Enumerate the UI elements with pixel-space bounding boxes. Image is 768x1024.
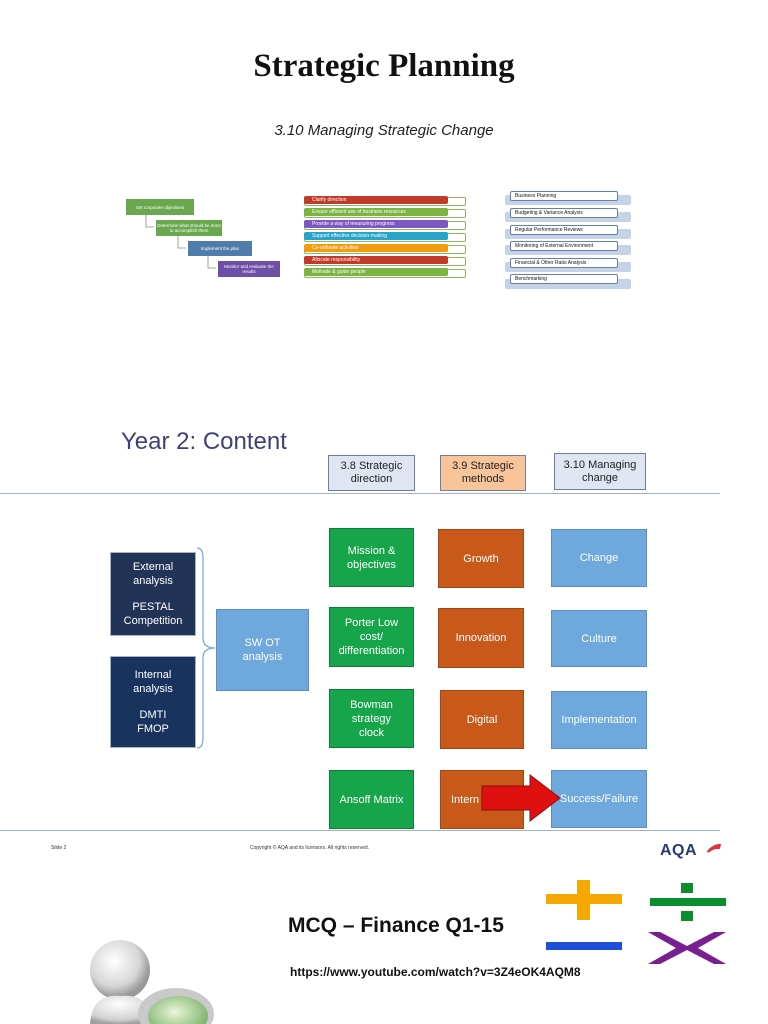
monitor-item: Monitoring of External Environment [510,241,618,251]
mcq-title: MCQ – Finance Q1-15 [288,914,504,937]
brace-connector [196,547,216,749]
external-analysis-detail: PESTAL Competition [123,601,183,627]
internal-analysis-detail: DMTI FMOP [137,709,169,735]
bowman-box: Bowman strategy clock [329,689,414,748]
monitor-item: Regular Performance Reviews [510,225,618,235]
implementation-box: Implementation [551,691,647,749]
col2-label: Innovation [455,632,507,644]
change-box: Change [551,529,647,587]
step-monitor: Monitor and evaluate the results [218,261,280,277]
external-analysis-box: External analysis PESTAL Competition [110,552,196,636]
footer-slide-number: Slide 2 [51,845,67,851]
success-failure-box: Success/Failure [551,770,647,828]
growth-box: Growth [438,529,524,588]
innovation-box: Innovation [438,608,524,668]
header-strategic-direction: 3.8 Strategic direction [328,455,415,491]
col1-label: Ansoff Matrix [339,793,404,806]
monitor-item: Benchmarking [510,274,618,284]
page-subtitle: 3.10 Managing Strategic Change [274,122,494,139]
benefit-bar: Provide a way of measuring progress [304,220,448,228]
swot-analysis-box: SW OT analysis [216,609,309,691]
mission-objectives-box: Mission & objectives [329,528,414,587]
monitor-item: Budgeting & Variance Analysis [510,208,618,218]
step-implement: Implement the plan [188,241,252,256]
figure-magnifier-illustration [90,940,214,1024]
external-analysis-label: External analysis [132,561,174,587]
benefit-bar: Support effective decision-making [304,232,448,240]
math-symbols [546,880,726,964]
header-strategic-methods: 3.9 Strategic methods [440,455,526,491]
col2-label: Growth [463,552,499,565]
col1-label: Porter Low cost/ differentiation [338,617,405,657]
swot-label: SW OT analysis [242,637,283,663]
digital-box: Digital [440,690,524,749]
steps-connectors [145,215,216,269]
header-managing-change: 3.10 Managing change [554,453,646,490]
col3-label: Change [579,552,619,564]
divide-icon [650,883,726,921]
internal-analysis-box: Internal analysis DMTI FMOP [110,656,196,748]
mcq-link[interactable]: https://www.youtube.com/watch?v=3Z4eOK4A… [290,965,581,979]
monitor-item: Business Planning [510,191,618,201]
benefit-bar: Co-ordinate activities [304,244,448,252]
benefit-bar: Ensure efficient use of business resourc… [304,208,448,216]
porter-box: Porter Low cost/ differentiation [329,607,414,667]
benefit-bar: Allocate responsibility [304,256,448,264]
monitor-item: Financial & Other Ratio Analysis [510,258,618,268]
col2-label: Digital [466,713,498,726]
minus-icon [546,942,622,950]
culture-box: Culture [551,610,647,667]
benefit-bar: Clarify direction [304,196,448,204]
page-title: Strategic Planning [253,48,515,84]
plus-icon [546,880,622,920]
benefit-bar: Motivate & guide people [304,268,448,276]
aqa-logo: AQA [660,842,697,860]
col1-label: Bowman strategy clock [350,698,393,739]
col1-label: Mission & objectives [347,544,396,571]
col3-label: Culture [581,632,617,645]
slide-title: Year 2: Content [121,428,287,455]
times-icon [648,932,726,964]
col3-label: Implementation [561,714,637,726]
col3-label: Success/Failure [559,793,639,805]
divider-top [0,493,720,494]
aqa-logo-text: AQA [660,842,698,859]
internal-analysis-label: Internal analysis [133,669,173,695]
aqa-logo-mark-icon [707,843,721,853]
divider-bottom [0,830,720,831]
step-set-objectives: Set corporate objectives [126,199,194,215]
col2-label: Intern [451,793,480,806]
ansoff-box: Ansoff Matrix [329,770,414,829]
footer-copyright: Copyright © AQA and its licensors. All r… [250,845,370,851]
red-arrow-icon [481,773,561,823]
step-determine: Determine what should be done to accompl… [156,220,222,236]
